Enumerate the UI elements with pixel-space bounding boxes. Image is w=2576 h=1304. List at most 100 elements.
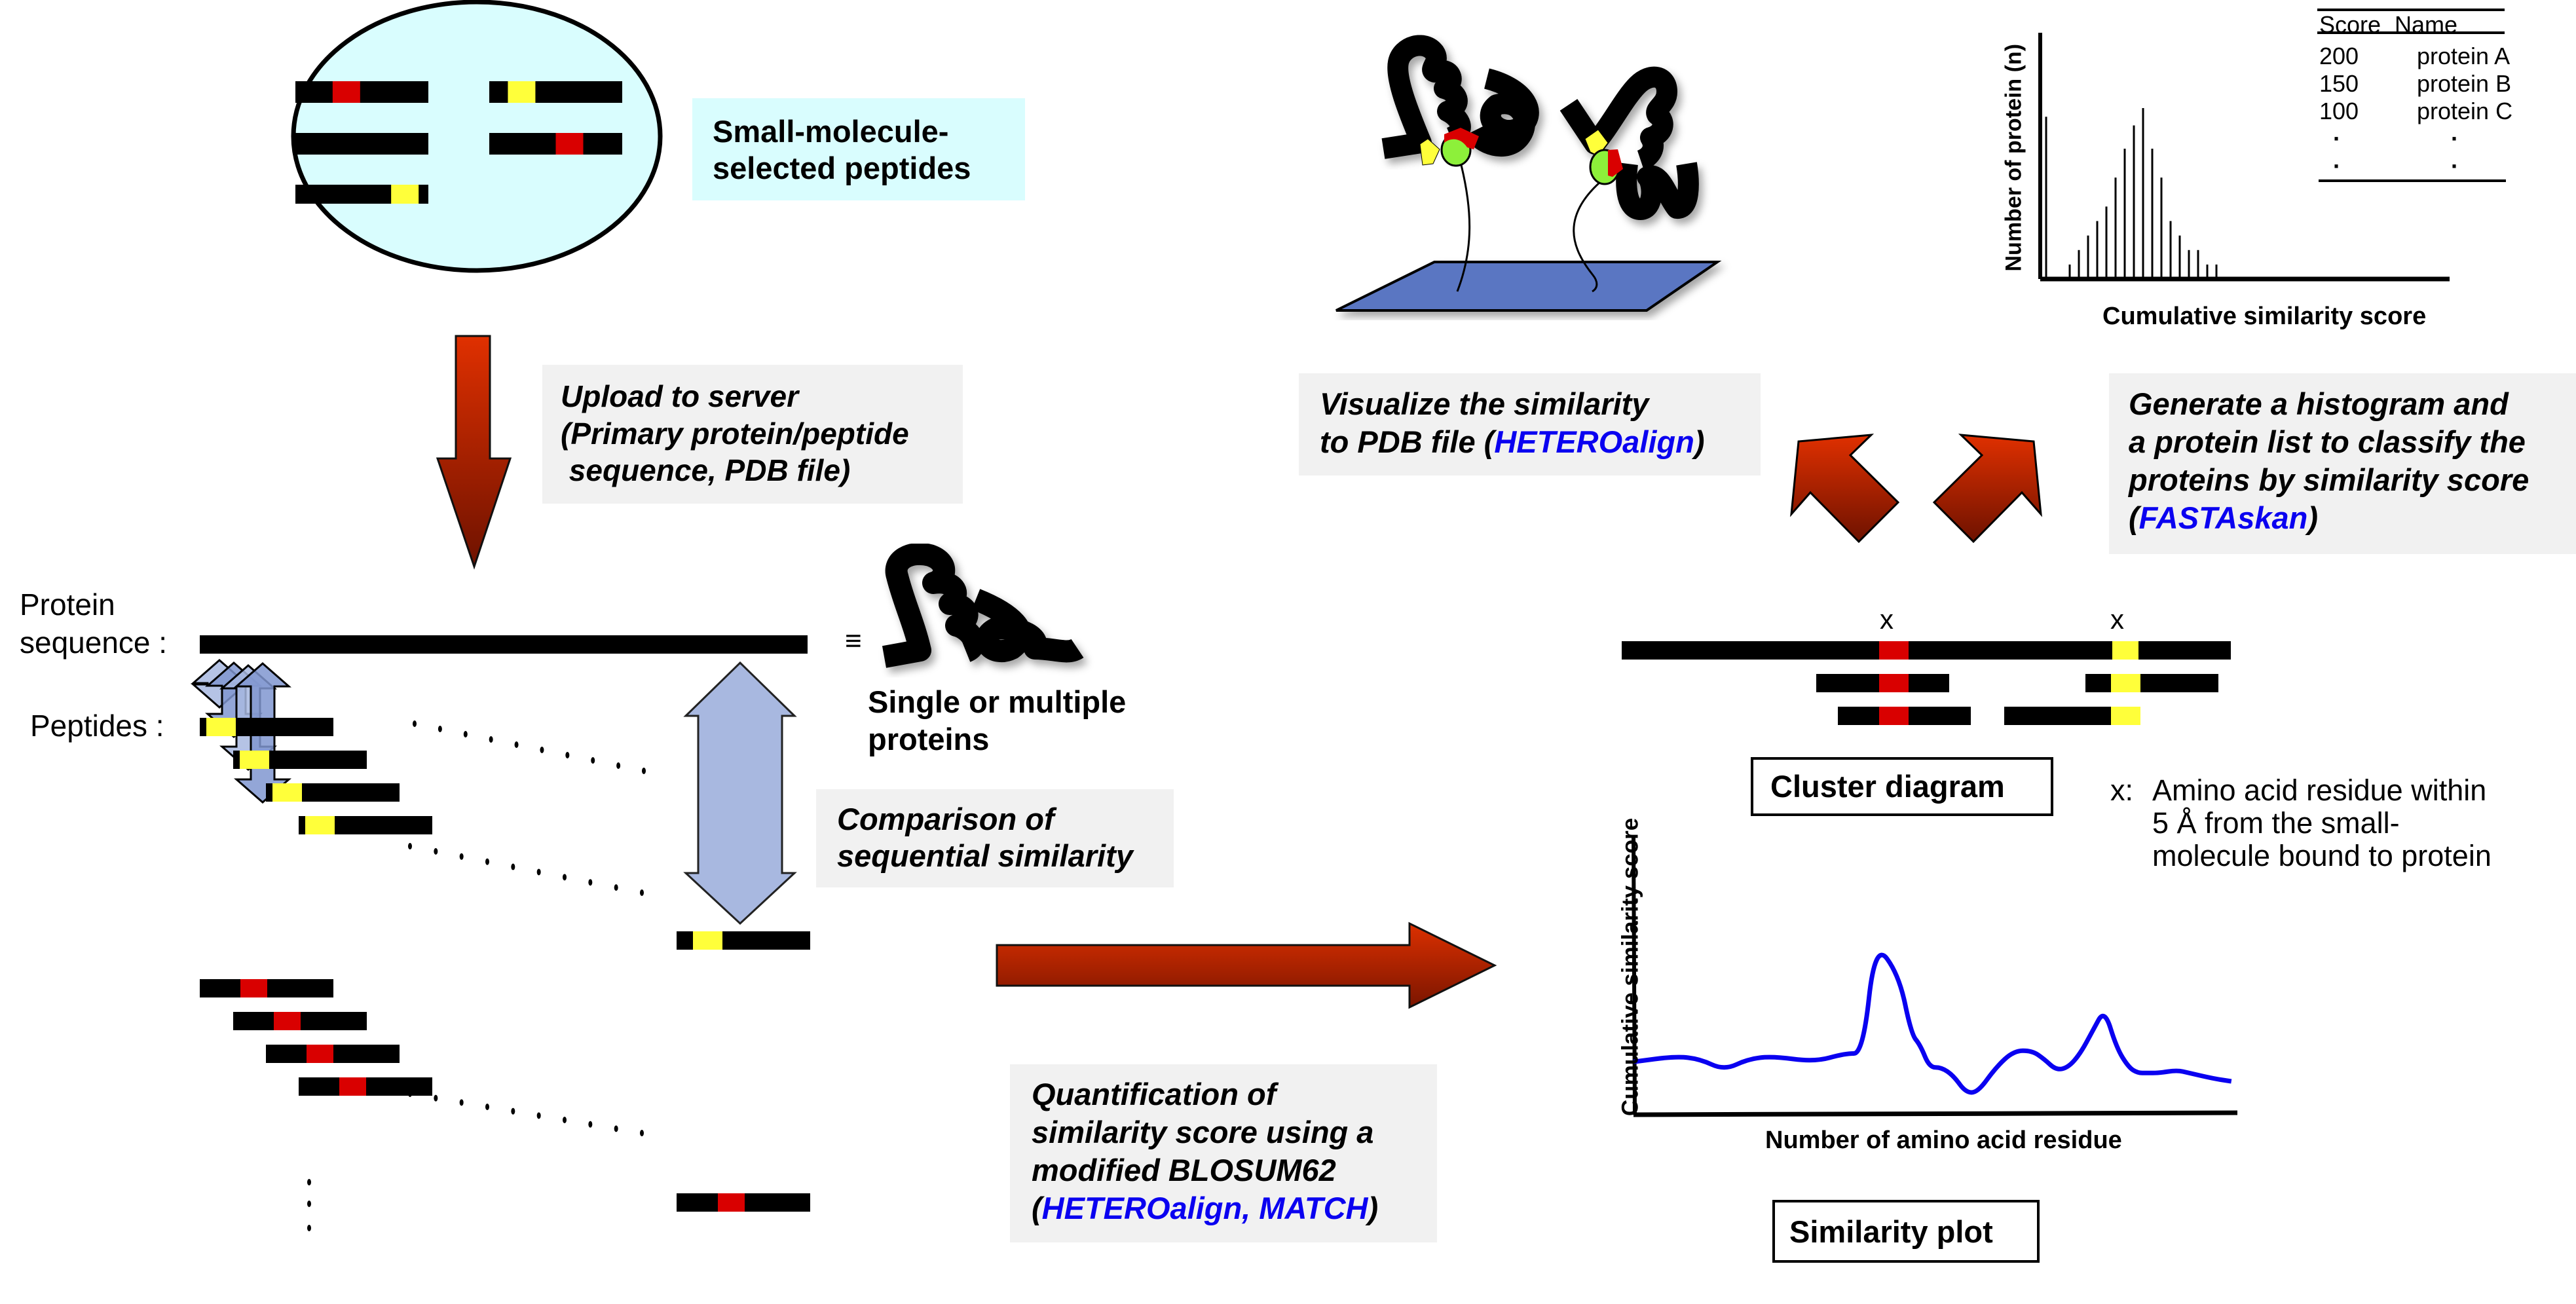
vertical-ellipsis-dot: [307, 1201, 311, 1207]
comparison-double-arrow: [683, 661, 797, 925]
aligned-peptide: [200, 718, 333, 736]
dot: [434, 848, 438, 855]
tool-names: HETEROalign, MATCH: [1041, 1191, 1368, 1225]
peptide-bar: [295, 133, 428, 155]
dot: [459, 1099, 464, 1106]
protein-label-line2: sequence :: [20, 625, 168, 660]
open-paren: (: [2129, 500, 2139, 535]
tether-right: [1573, 177, 1605, 293]
aligned-peptide: [266, 783, 400, 802]
histogram-xlabel: Cumulative similarity score: [2102, 303, 2427, 330]
cluster-reference-bar: [1622, 641, 2231, 660]
dot: [591, 757, 595, 764]
table-cell: ·: [2451, 153, 2459, 179]
table-cell: ·: [2451, 125, 2459, 152]
table-cell: ·: [2333, 125, 2341, 152]
dot: [536, 1112, 541, 1119]
dot: [588, 879, 593, 886]
tether-left: [1456, 162, 1471, 292]
histogram-ylabel: Number of protein (n): [2001, 43, 2026, 272]
protein-coil-right: [1559, 66, 1699, 220]
red-residue-highlight: [718, 1193, 745, 1212]
aligned-peptide: [266, 1045, 400, 1063]
open-paren: (: [1032, 1191, 1042, 1225]
cluster-marker-yellow: x: [2110, 604, 2124, 635]
dot: [616, 762, 621, 769]
aligned-peptide: [299, 1077, 432, 1096]
yellow-residue-highlight: [240, 751, 269, 769]
yellow-peptide-group: [200, 718, 810, 950]
histogram-step-line4: (FASTAskan): [2129, 499, 2318, 536]
vertical-ellipsis-dot: [307, 1225, 311, 1231]
quantification-step-box: Quantification of similarity score using…: [1010, 1064, 1437, 1242]
red-residue-highlight: [555, 133, 584, 155]
table-cell: protein C: [2417, 98, 2513, 124]
table-cell: protein B: [2417, 70, 2512, 97]
aligned-peptide: [200, 979, 333, 997]
upload-step-box: Upload to server (Primary protein/peptid…: [542, 365, 963, 504]
arrow-up-left: [1790, 434, 1900, 544]
histogram-step-line3: proteins by similarity score: [2129, 462, 2529, 497]
dot: [540, 747, 544, 753]
yellow-site-left: [1419, 138, 1440, 166]
legend-prefix: x:: [2110, 773, 2134, 807]
down-arrow-shape: [436, 335, 512, 570]
pdb-visualization: [1335, 35, 1722, 312]
comparison-step-box: Comparison of sequential similarity: [816, 789, 1174, 887]
cluster-title: Cluster diagram: [1770, 769, 2005, 804]
dot: [588, 1121, 593, 1128]
comparison-line2: sequential similarity: [837, 838, 1133, 873]
aligned-peptide: [299, 816, 432, 834]
dot: [408, 1090, 412, 1097]
library-peptide: [489, 81, 622, 103]
protein-caption-line1: Single or multiple: [868, 684, 1127, 719]
dot: [565, 752, 570, 758]
histogram-step-line1: Generate a histogram and: [2129, 386, 2509, 421]
cluster-marker-red: x: [1880, 604, 1894, 635]
dot: [563, 1117, 567, 1123]
visualize-line2: to PDB file (HETEROalign): [1320, 423, 1705, 460]
dot: [463, 731, 468, 737]
dot: [459, 853, 464, 860]
library-peptide: [295, 133, 428, 155]
table-header-name: Name: [2395, 11, 2458, 38]
peptide-bar: [2085, 674, 2218, 692]
simplot-y-axis: [1632, 836, 1637, 1115]
red-residue-highlight: [1879, 641, 1909, 660]
peptide-library: [291, 0, 663, 273]
visualize-prefix: to PDB file (: [1320, 424, 1495, 459]
upload-line2: (Primary protein/peptide: [561, 417, 909, 451]
right-arrow: [996, 922, 1497, 1009]
dot: [511, 1108, 515, 1115]
close-paren: ): [2307, 500, 2319, 535]
similarity-plot-title: Similarity plot: [1789, 1214, 1993, 1249]
library-peptide: [295, 185, 428, 204]
equivalence-symbol: ≡: [845, 625, 862, 657]
legend-line3: molecule bound to protein: [2152, 839, 2492, 872]
simplot-xlabel: Number of amino acid residue: [1765, 1127, 2122, 1154]
dot: [514, 741, 519, 748]
cluster-peptide: [1816, 674, 1949, 692]
table-cell: protein A: [2417, 43, 2511, 69]
table-cell: 100: [2319, 98, 2359, 124]
tool-heteroalign: HETEROalign: [1494, 424, 1694, 459]
quantification-line3: modified BLOSUM62: [1032, 1153, 1336, 1187]
aligned-peptide: [233, 751, 367, 769]
library-title-line1: Small-molecule-: [713, 114, 949, 149]
dot: [614, 1125, 618, 1132]
visualize-step-box: Visualize the similarity to PDB file (HE…: [1299, 373, 1761, 475]
dot: [642, 768, 646, 774]
legend-line2: 5 Å from the small-: [2152, 806, 2400, 840]
red-residue-highlight: [274, 1012, 301, 1030]
dot: [640, 1130, 644, 1136]
similarity-plot-title-box: Similarity plot: [1772, 1200, 2040, 1263]
yellow-residue-highlight: [305, 816, 335, 834]
histogram-step-box: Generate a histogram and a protein list …: [2109, 373, 2576, 554]
red-peptide-group: [200, 979, 810, 1212]
cluster-peptide: [2085, 674, 2218, 692]
yellow-residue-highlight: [2112, 641, 2138, 660]
dot: [438, 726, 442, 732]
yellow-residue-highlight: [2111, 707, 2140, 725]
simplot-x-axis: [1633, 1110, 2238, 1117]
